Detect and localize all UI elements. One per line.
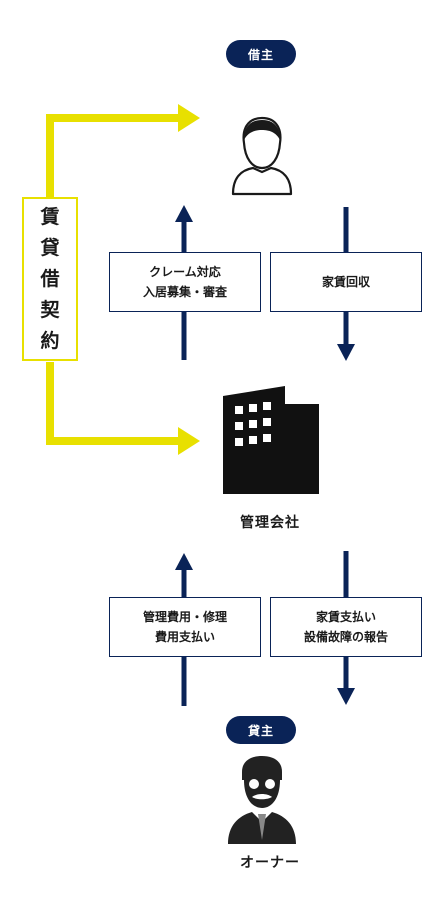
owner-badge: 貸主 xyxy=(226,716,296,744)
contract-char: 契 xyxy=(40,298,60,321)
arrowhead-up-company xyxy=(175,553,193,570)
flow-box-rent-payment-report: 家賃支払い 設備故障の報告 xyxy=(270,597,422,657)
contract-char: 貸 xyxy=(40,236,60,259)
contract-char: 賃 xyxy=(40,205,60,228)
arrowhead-down-owner xyxy=(337,688,355,705)
flow-box-complaints-screening: クレーム対応 入居募集・審査 xyxy=(109,252,261,312)
flow-box-management-fees: 管理費用・修理 費用支払い xyxy=(109,597,261,657)
contract-bracket xyxy=(46,114,183,445)
management-company-label: 管理会社 xyxy=(240,515,300,531)
contract-arrow-to-company xyxy=(178,427,200,455)
contract-char: 借 xyxy=(40,267,60,290)
contract-char: 約 xyxy=(40,329,60,352)
arrowhead-up-tenant xyxy=(175,205,193,222)
person-icon xyxy=(231,116,293,196)
contract-arrow-to-tenant xyxy=(178,104,200,132)
owner-label: オーナー xyxy=(240,855,300,871)
tenant-badge: 借主 xyxy=(226,40,296,68)
arrowhead-down-company xyxy=(337,344,355,361)
owner-person-icon xyxy=(228,756,296,844)
lease-contract-box: 賃 貸 借 契 約 xyxy=(22,197,78,361)
office-building-icon xyxy=(223,386,319,494)
flow-box-rent-collection: 家賃回収 xyxy=(270,252,422,312)
